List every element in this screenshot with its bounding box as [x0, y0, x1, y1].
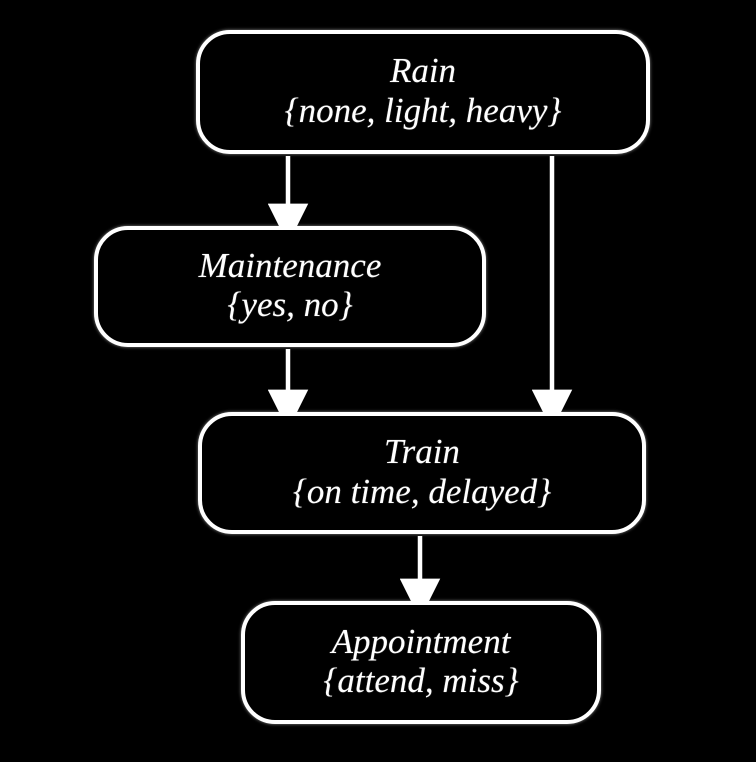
node-rain[interactable]: Rain {none, light, heavy} — [196, 30, 650, 154]
node-train[interactable]: Train {on time, delayed} — [198, 412, 646, 534]
node-maintenance[interactable]: Maintenance {yes, no} — [94, 226, 486, 347]
node-rain-states: {none, light, heavy} — [284, 90, 562, 130]
node-appointment-label: Appointment — [331, 621, 511, 661]
node-train-states: {on time, delayed} — [292, 471, 552, 511]
node-maintenance-states: {yes, no} — [227, 285, 353, 325]
node-maintenance-label: Maintenance — [198, 245, 382, 285]
node-rain-label: Rain — [389, 51, 457, 91]
node-appointment[interactable]: Appointment {attend, miss} — [241, 601, 601, 724]
node-train-label: Train — [384, 432, 460, 472]
node-appointment-states: {attend, miss} — [323, 661, 519, 701]
